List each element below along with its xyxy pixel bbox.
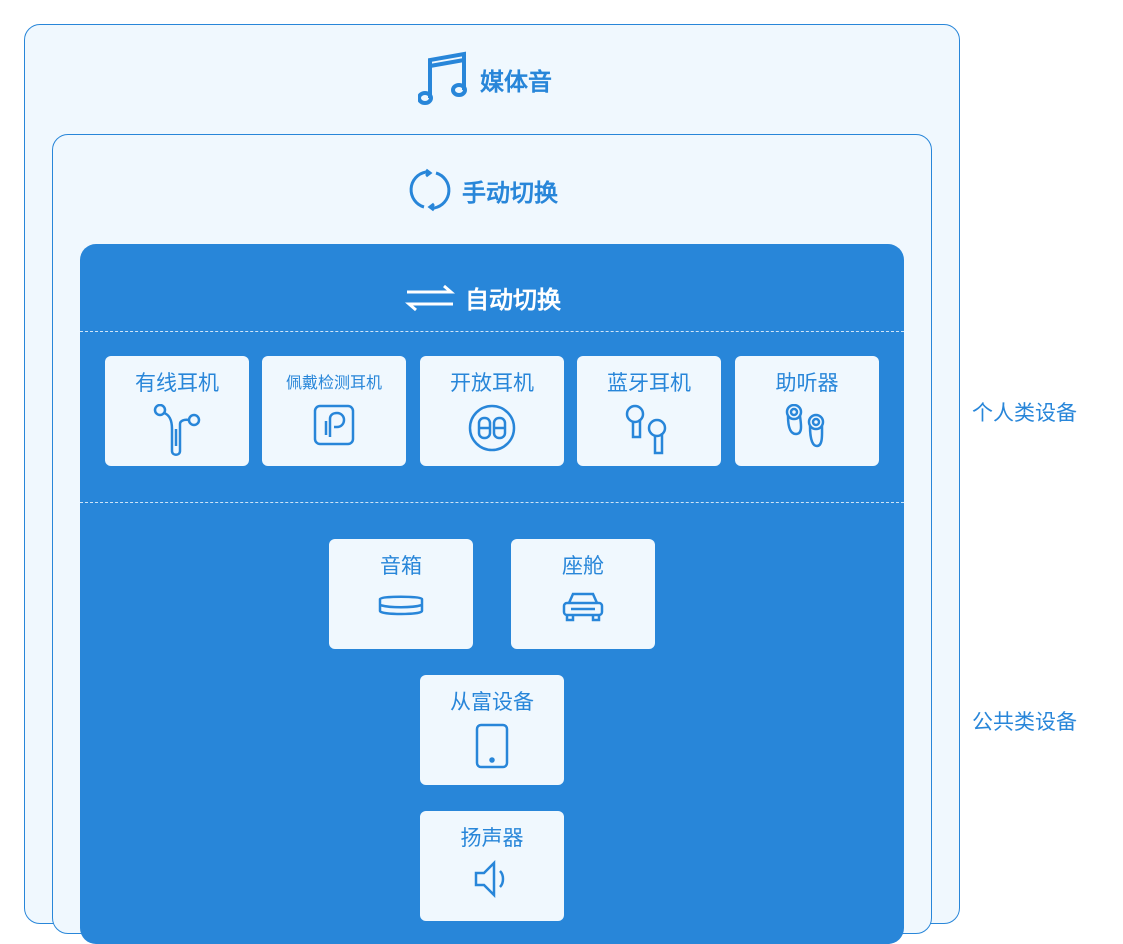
- wear-detection-icon: [313, 404, 355, 446]
- auto-title: 自动切换: [465, 286, 561, 314]
- device-label: 有线耳机: [135, 371, 219, 395]
- media-title: 媒体音: [480, 67, 552, 96]
- device-label: 开放耳机: [450, 371, 534, 395]
- device-label: 助听器: [775, 371, 839, 395]
- open-earbuds-icon: [468, 404, 516, 452]
- device-card-wired-earphones[interactable]: 有线耳机: [105, 356, 249, 466]
- refresh-icon: [409, 168, 451, 212]
- device-card-car[interactable]: 座舱: [511, 539, 655, 649]
- loudspeaker-icon: [474, 859, 505, 899]
- auto-header: 自动切换: [405, 280, 561, 315]
- personal-devices-label: 个人类设备: [972, 401, 1077, 425]
- device-label: 佩戴检测耳机: [285, 373, 382, 392]
- device-label: 座舱: [562, 554, 604, 578]
- bluetooth-earbuds-icon: [625, 404, 667, 455]
- speaker-box-icon: [378, 595, 424, 616]
- hearing-aid-icon: [785, 404, 825, 448]
- device-label: 扬声器: [460, 826, 524, 850]
- device-card-bluetooth-earbuds[interactable]: 蓝牙耳机: [577, 356, 721, 466]
- device-card-open-earbuds[interactable]: 开放耳机: [420, 356, 564, 466]
- device-card-wear-detection[interactable]: 佩戴检测耳机: [262, 356, 406, 466]
- divider: [80, 502, 904, 503]
- manual-header: 手动切换: [408, 168, 558, 212]
- device-card-loudspeaker[interactable]: 扬声器: [420, 811, 564, 921]
- device-label: 从富设备: [450, 690, 534, 714]
- car-icon: [562, 592, 604, 622]
- swap-arrows-icon: [405, 284, 455, 311]
- device-card-hearing-aid[interactable]: 助听器: [735, 356, 879, 466]
- music-note-icon: [418, 51, 467, 105]
- device-card-tablet[interactable]: 从富设备: [420, 675, 564, 785]
- wired-earphones-icon: [153, 404, 201, 456]
- device-label: 蓝牙耳机: [607, 371, 691, 395]
- media-header: 媒体音: [418, 50, 552, 108]
- public-devices-label: 公共类设备: [972, 710, 1077, 734]
- divider: [80, 331, 904, 332]
- device-card-speaker-box[interactable]: 音箱: [329, 539, 473, 649]
- manual-title: 手动切换: [462, 178, 558, 207]
- device-label: 音箱: [380, 554, 422, 578]
- tablet-icon: [475, 723, 509, 769]
